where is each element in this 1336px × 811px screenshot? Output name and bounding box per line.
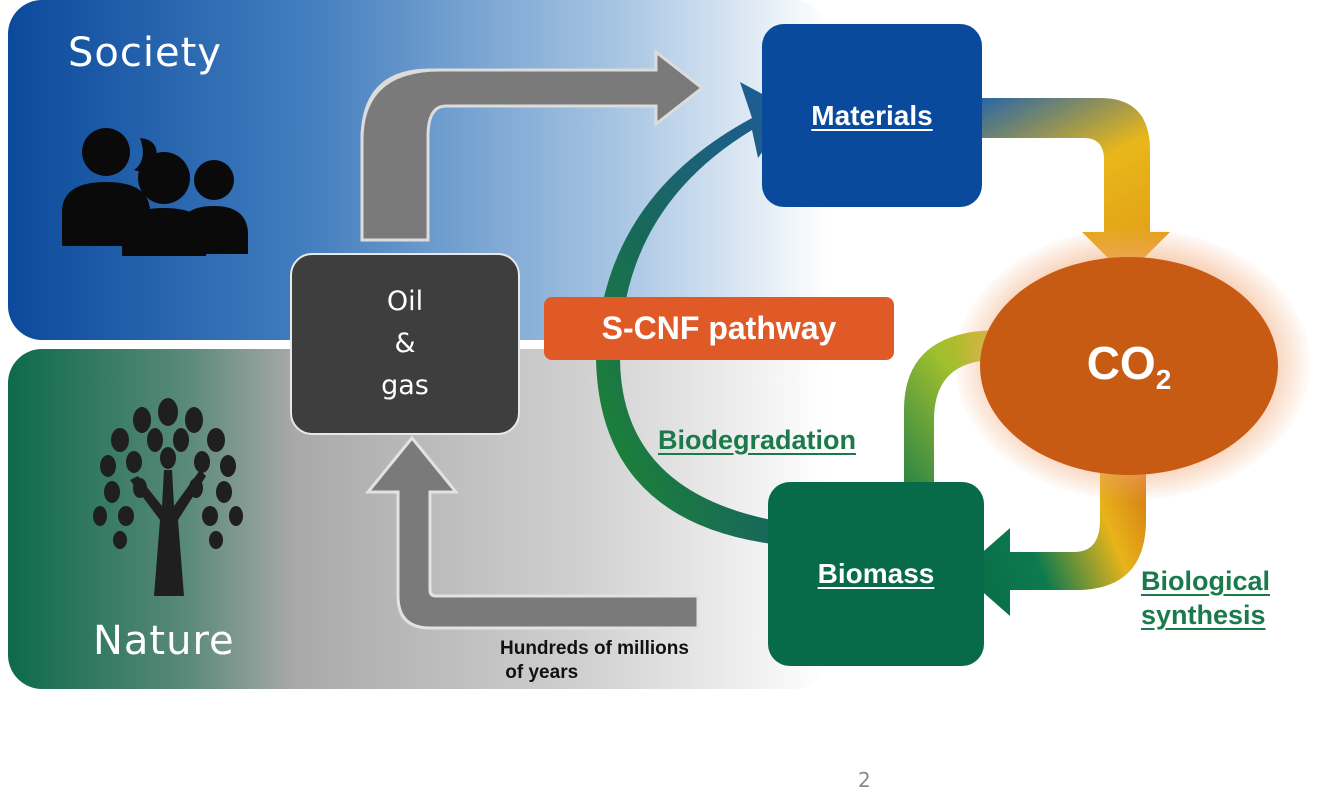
biomass-box: Biomass xyxy=(768,482,984,666)
scnf-pathway-badge: S-CNF pathway xyxy=(544,297,894,360)
page-number: 2 xyxy=(858,768,871,792)
biological-synthesis-line2: synthesis xyxy=(1141,600,1266,630)
co2-node: CO2 xyxy=(980,257,1278,475)
oil-and-gas-box: Oil & gas xyxy=(290,253,520,435)
biodegradation-link[interactable]: Biodegradation xyxy=(658,425,857,455)
biological-synthesis-link[interactable]: Biological synthesis xyxy=(1141,564,1270,632)
fossilization-arrow xyxy=(364,435,700,630)
society-label: Society xyxy=(68,30,222,76)
gas-label: gas xyxy=(381,370,429,401)
co2-to-biomass-arrow xyxy=(960,434,1146,616)
nature-label: Nature xyxy=(93,618,235,664)
co2-subscript: 2 xyxy=(1155,364,1172,395)
materials-link[interactable]: Materials xyxy=(811,99,933,131)
hundreds-of-millions-note: Hundreds of millions of years xyxy=(500,638,689,683)
materials-box: Materials xyxy=(762,24,982,207)
people-icon xyxy=(62,128,248,256)
biomass-link[interactable]: Biomass xyxy=(817,558,935,589)
tree-icon xyxy=(93,398,243,596)
oil-to-materials-arrow-body xyxy=(360,48,705,242)
oil-label: Oil xyxy=(386,286,424,317)
biological-synthesis-line1: Biological xyxy=(1141,566,1271,596)
scnf-pathway-label: S-CNF pathway xyxy=(601,310,837,346)
ampersand-label: & xyxy=(394,328,416,359)
co2-label: CO2 xyxy=(1087,336,1172,396)
co2-text: CO xyxy=(1086,337,1156,389)
